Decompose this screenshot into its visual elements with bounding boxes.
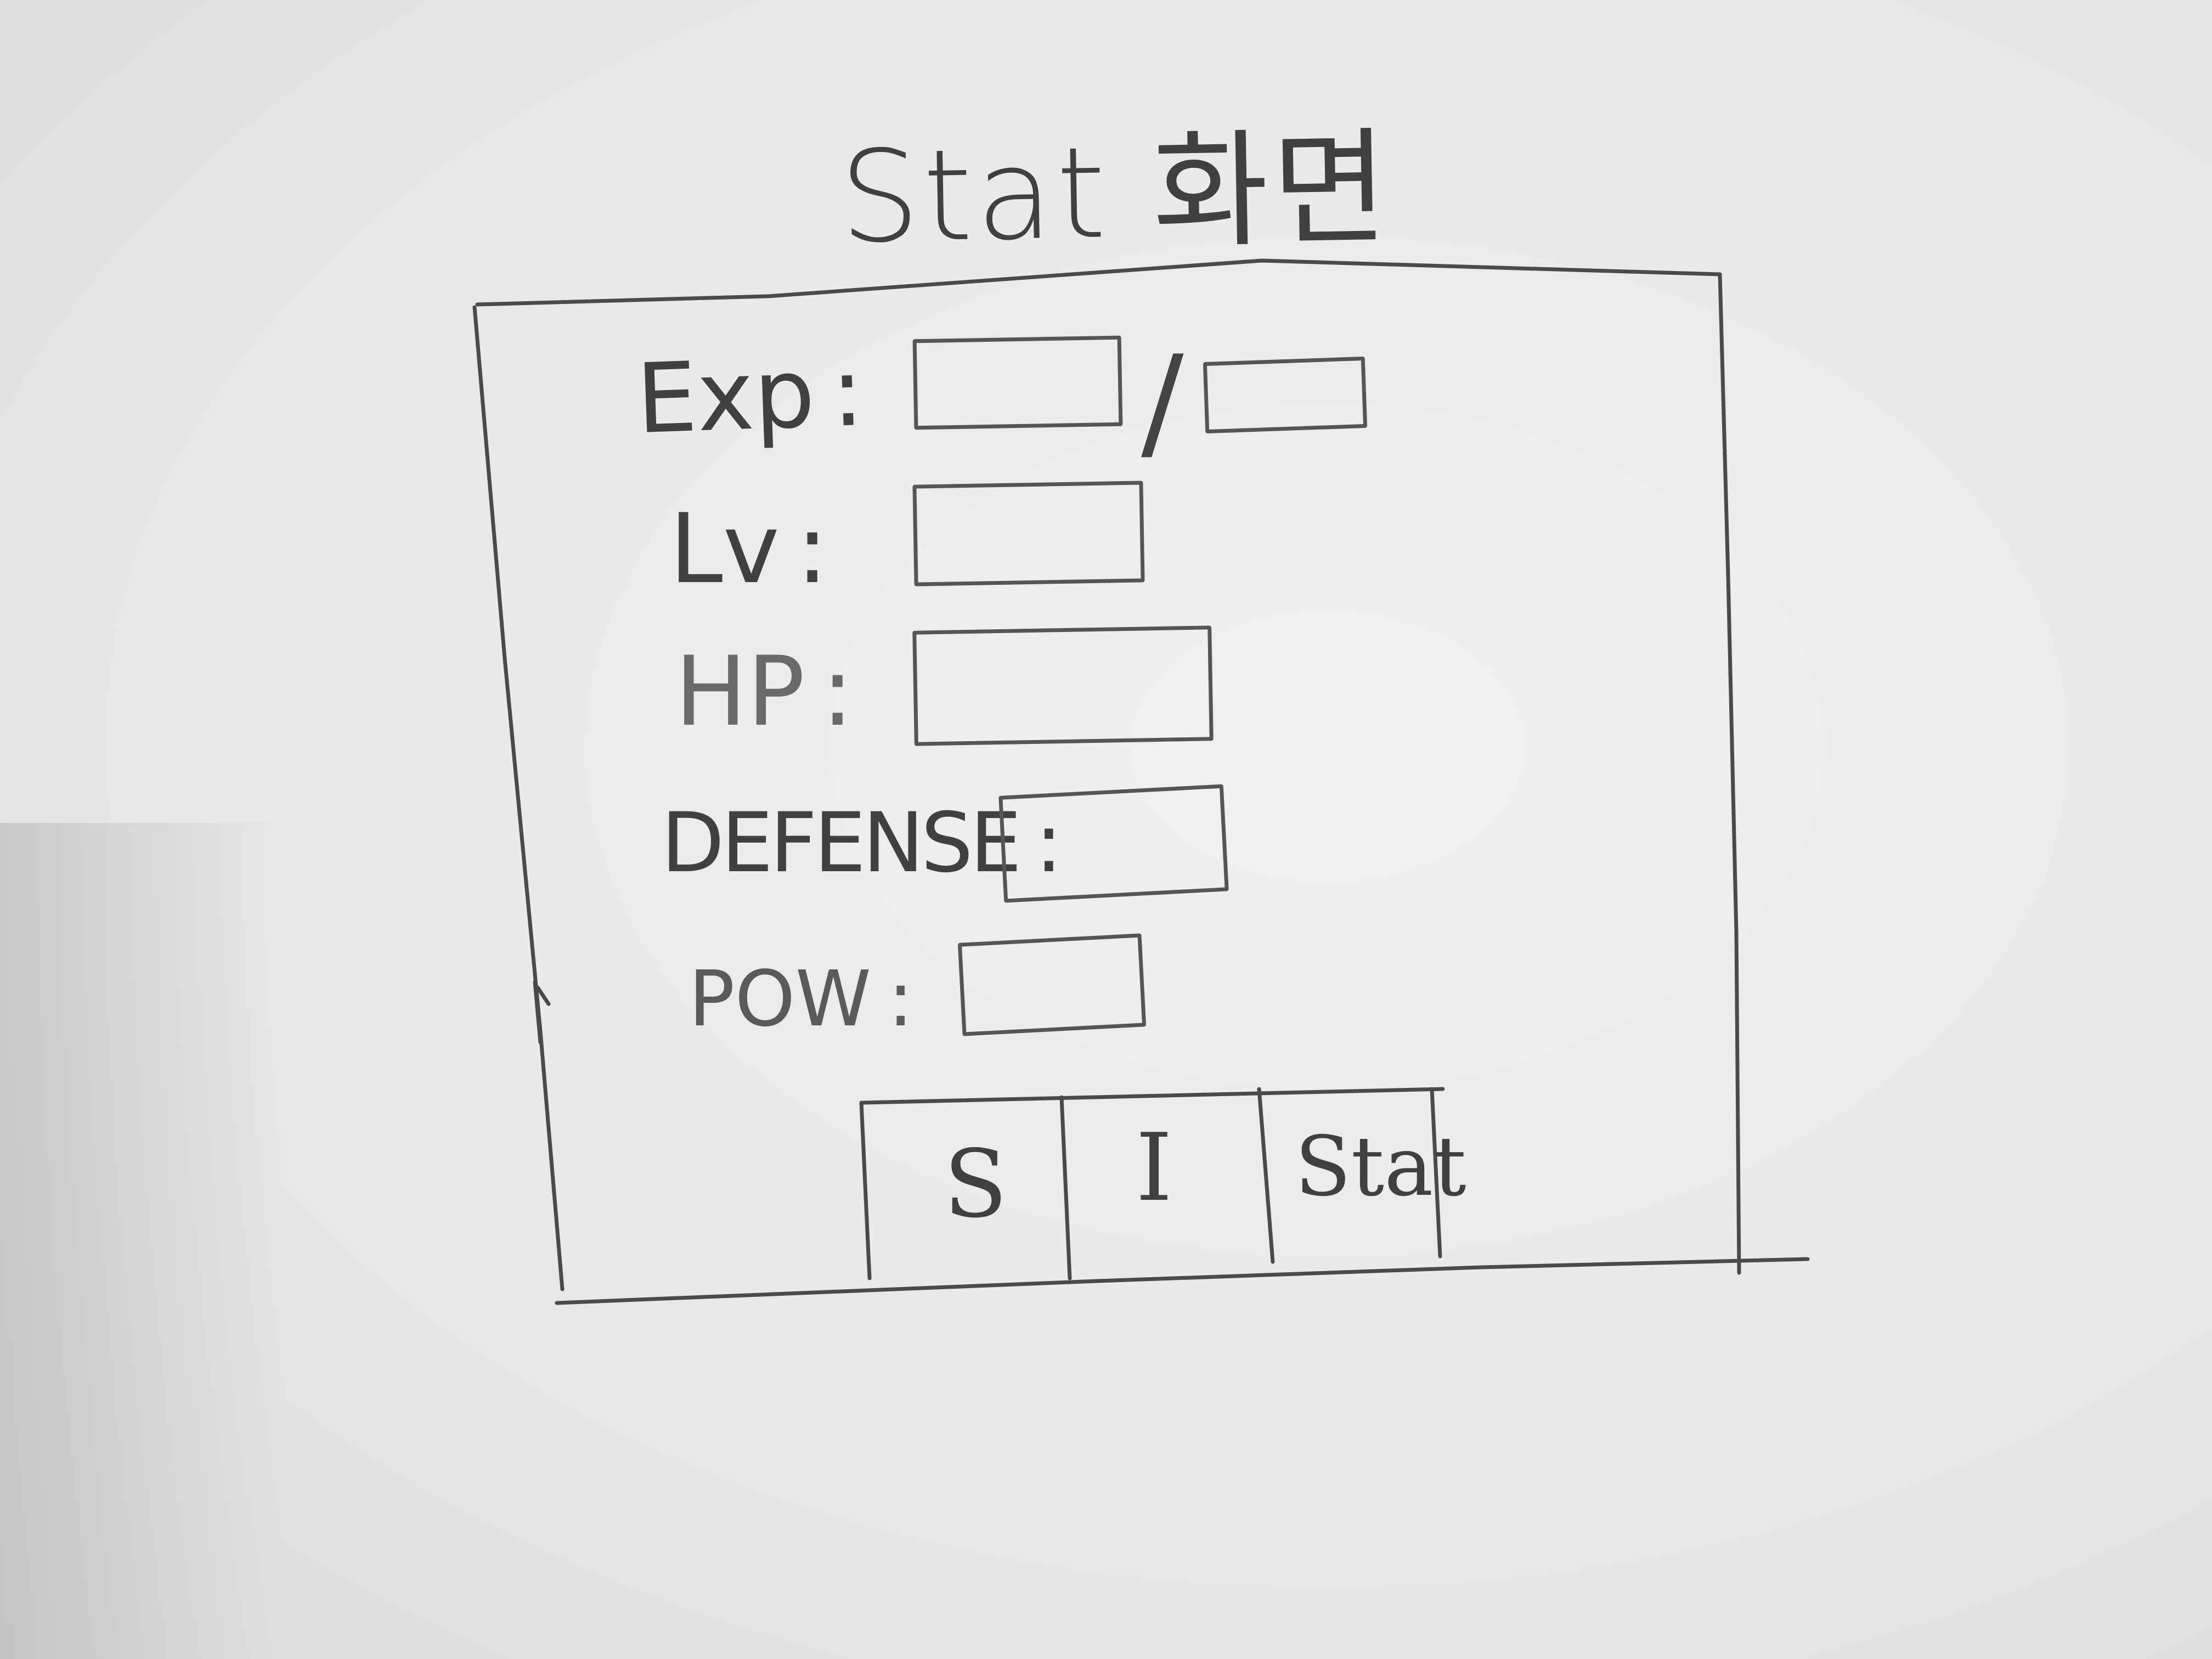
hp-label: HP: — [675, 636, 854, 748]
panel-frame-right — [1718, 272, 1741, 1275]
exp-label: Exp: — [634, 336, 866, 456]
tab-stat[interactable]: Stat — [1295, 1119, 1466, 1215]
tab-divider-3 — [1257, 1087, 1275, 1264]
defense-label: DEFENSE: — [661, 795, 1063, 891]
hp-field — [912, 625, 1214, 746]
exp-separator: / — [1141, 329, 1184, 476]
tab-divider-4 — [1430, 1087, 1442, 1259]
panel-frame-mark — [533, 980, 551, 1045]
pow-field — [957, 933, 1147, 1036]
defense-field — [998, 784, 1229, 903]
lv-label: Lv: — [669, 494, 829, 605]
pow-label: POW: — [689, 955, 914, 1044]
tab-bar-top — [859, 1087, 1445, 1105]
tab-s[interactable]: S — [944, 1130, 1008, 1239]
tab-divider-1 — [859, 1101, 872, 1280]
tab-i[interactable]: I — [1136, 1114, 1173, 1222]
exp-current-field — [912, 335, 1123, 430]
panel-frame-left — [472, 305, 565, 1291]
lv-field — [912, 481, 1145, 586]
panel-frame-top — [475, 258, 1722, 307]
tab-divider-2 — [1059, 1095, 1072, 1280]
exp-max-field — [1203, 356, 1368, 434]
panel-frame-bottom — [555, 1257, 1810, 1305]
